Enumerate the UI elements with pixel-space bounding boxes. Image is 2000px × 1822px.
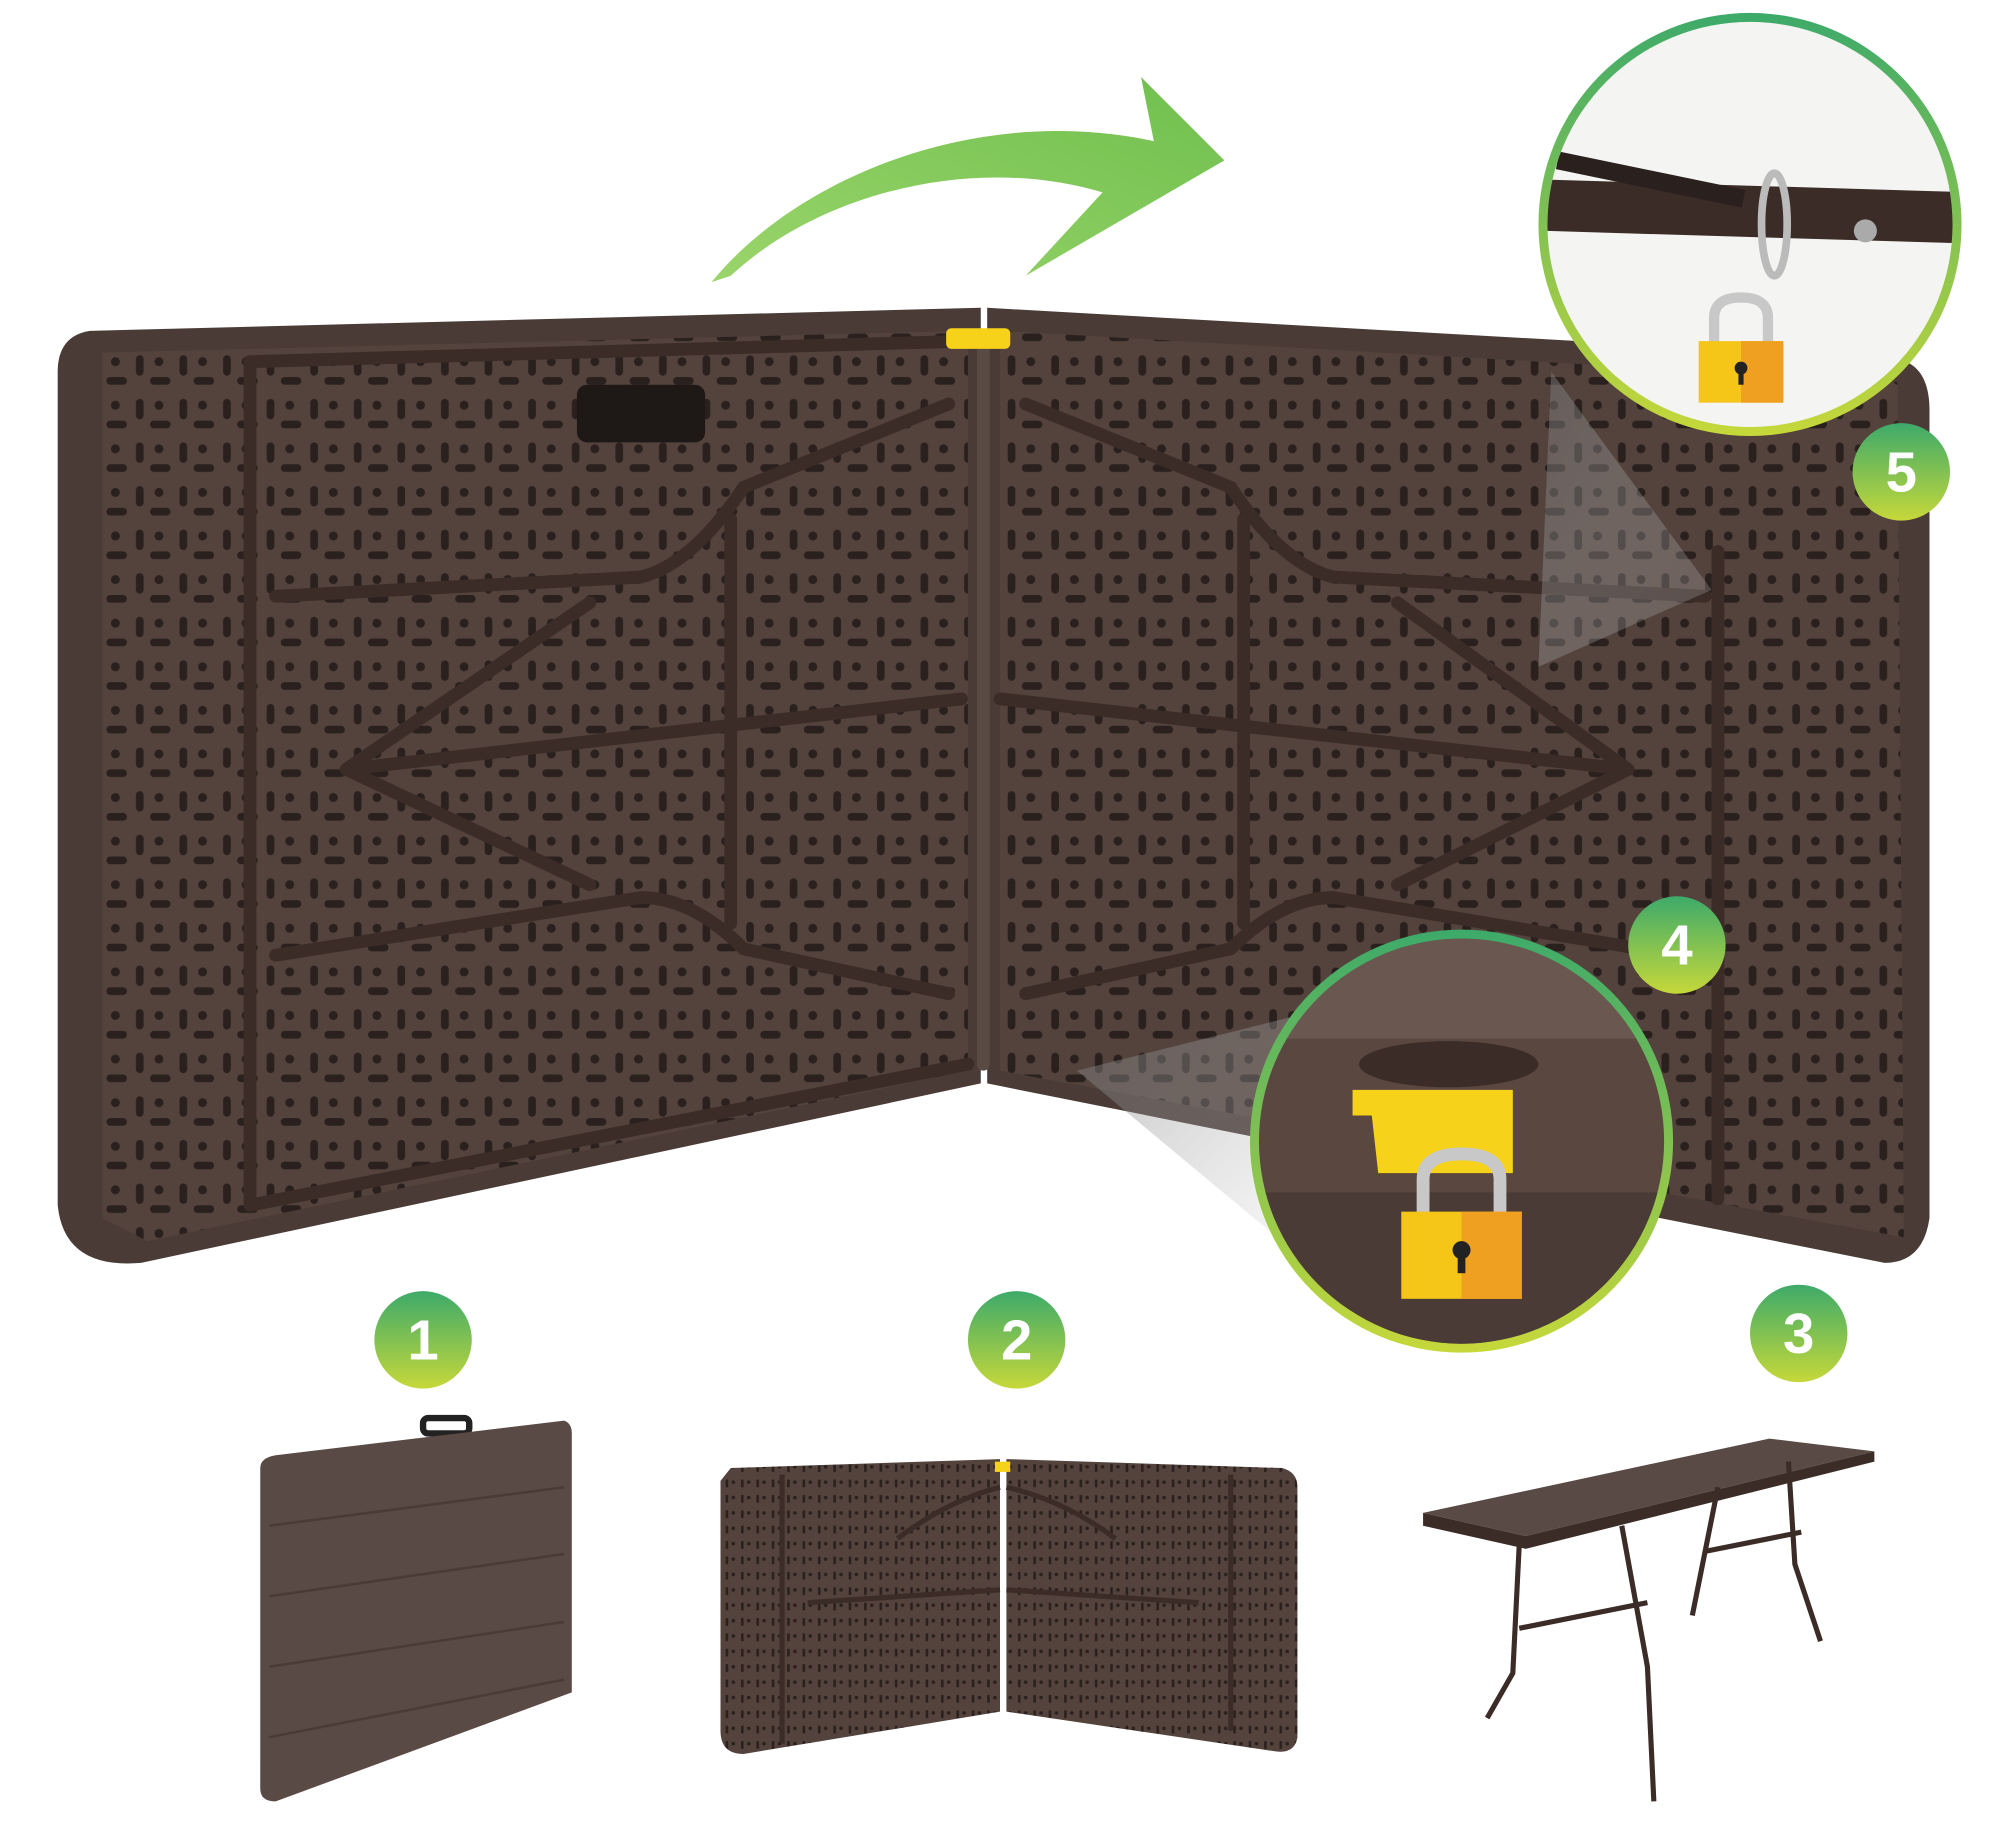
svg-text:2: 2: [1001, 1308, 1032, 1371]
step-badge-3: 3: [1750, 1284, 1848, 1383]
feature-badge-4: 4: [1628, 896, 1726, 994]
green-arrow-icon: [711, 77, 1225, 283]
svg-text:3: 3: [1783, 1302, 1814, 1365]
center-lock-zoom: [1076, 929, 1674, 1353]
half-open-table-image: [720, 1459, 1298, 1754]
center-clip: [946, 328, 1011, 349]
padlock-icon: [1698, 292, 1784, 403]
folded-table-image: [260, 1414, 572, 1802]
padlock-icon: [1401, 1147, 1522, 1299]
svg-text:4: 4: [1661, 913, 1693, 976]
open-table-image: [1423, 1438, 1875, 1802]
svg-text:5: 5: [1886, 440, 1917, 503]
step-badge-2: 2: [967, 1291, 1066, 1389]
open-table-underside: [57, 307, 1930, 1264]
leg-lock-zoom: [1538, 12, 1962, 667]
step-badge-1: 1: [374, 1291, 472, 1389]
svg-text:1: 1: [407, 1308, 438, 1371]
feature-badge-5: 5: [1852, 423, 1950, 521]
carry-handle: [576, 384, 706, 443]
